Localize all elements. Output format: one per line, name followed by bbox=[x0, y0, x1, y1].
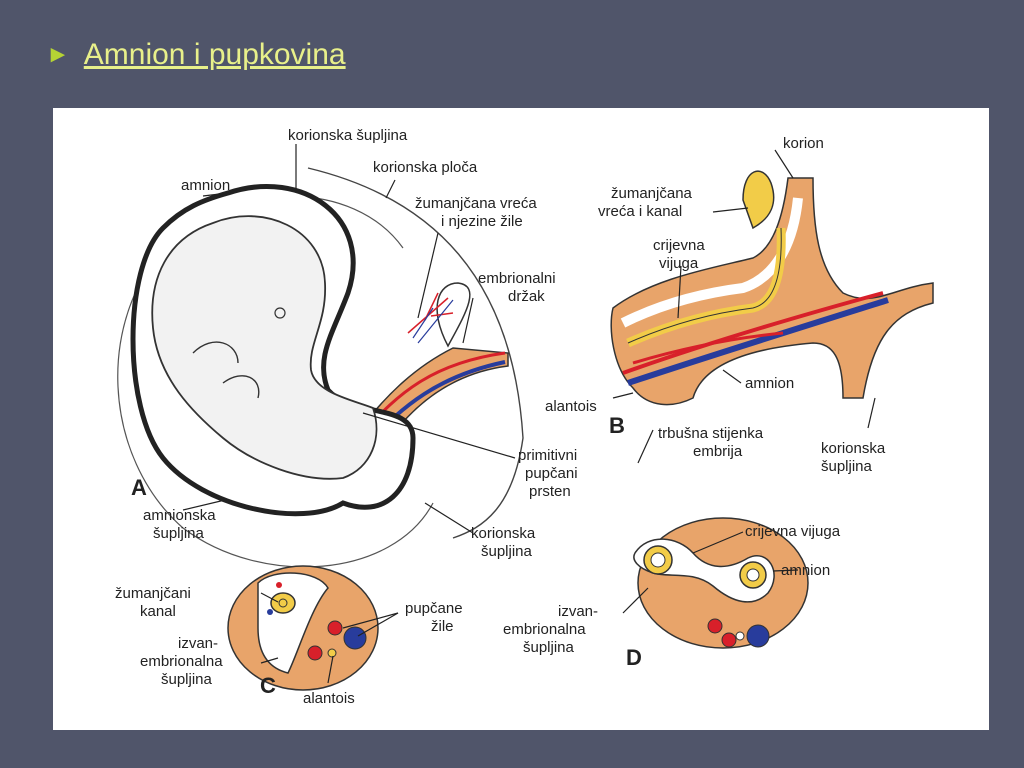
label-a-amnion: amnion bbox=[181, 177, 230, 194]
allantois-c bbox=[327, 648, 337, 658]
label-a-amnionska-2: šupljina bbox=[153, 525, 205, 542]
label-a-embrionalni-1: embrionalni bbox=[478, 270, 556, 287]
slide-title-row: ► Amnion i pupkovina bbox=[46, 38, 346, 72]
small-vessel-red-c bbox=[276, 582, 282, 588]
yolk-vessels-blue bbox=[412, 299, 454, 344]
gut-loop-d2-lumen bbox=[746, 568, 760, 582]
vessel-red-b2 bbox=[632, 331, 784, 365]
label-b-korion: korion bbox=[783, 135, 824, 152]
label-a-embrionalni-2: držak bbox=[508, 288, 545, 305]
bullet-arrow-icon: ► bbox=[46, 41, 70, 68]
panel-a-illustration bbox=[117, 167, 524, 568]
label-b-korionska-2: šupljina bbox=[821, 458, 873, 475]
artery-d2 bbox=[721, 632, 737, 648]
allantois-d bbox=[735, 631, 745, 641]
gut-loop-d1-lumen bbox=[650, 552, 666, 568]
vessel-red-b bbox=[622, 291, 884, 375]
label-d-crijevna: crijevna vijuga bbox=[745, 523, 841, 540]
label-b-trbusna-2: embrija bbox=[693, 443, 743, 460]
diagram-labels: korionska šupljina korionska ploča amnio… bbox=[115, 127, 886, 707]
label-d-izvan-1: izvan- bbox=[558, 603, 598, 620]
label-a-letter: A bbox=[131, 475, 147, 500]
chorionic-plate-outer-arc bbox=[307, 167, 524, 539]
label-d-izvan-2: embrionalna bbox=[503, 621, 586, 638]
label-c-izvan-3: šupljina bbox=[161, 671, 213, 688]
label-a-korionska-supljina-top: korionska šupljina bbox=[288, 127, 408, 144]
label-a-primitivni-3: prsten bbox=[529, 483, 571, 500]
label-c-zumanjcani-1: žumanjčani bbox=[115, 585, 191, 602]
label-b-korionska-1: korionska bbox=[821, 440, 886, 457]
label-d-amnion: amnion bbox=[781, 562, 830, 579]
label-b-crijevna-1: crijevna bbox=[653, 237, 705, 254]
embryo-limb-buds bbox=[192, 341, 260, 399]
label-b-amnion: amnion bbox=[745, 375, 794, 392]
diagram-panel: korionska šupljina korionska ploča amnio… bbox=[53, 108, 989, 730]
label-c-pupcane-1: pupčane bbox=[405, 600, 463, 617]
label-a-zumanjcana-1: žumanjčana vreća bbox=[415, 195, 537, 212]
vein-c bbox=[343, 626, 367, 650]
label-b-crijevna-2: vijuga bbox=[659, 255, 699, 272]
embryo-eye-icon bbox=[274, 307, 286, 319]
slide-title-link[interactable]: Amnion i pupkovina bbox=[83, 38, 346, 71]
label-a-korionska-bottom-1: korionska bbox=[471, 525, 536, 542]
yolk-duct-outline-b bbox=[627, 227, 782, 344]
label-d-izvan-3: šupljina bbox=[523, 639, 575, 656]
label-c-izvan-2: embrionalna bbox=[140, 653, 223, 670]
amnion-umbilical-diagram: korionska šupljina korionska ploča amnio… bbox=[115, 127, 934, 707]
panel-c-illustration bbox=[227, 565, 379, 691]
yolk-sac-b bbox=[742, 170, 775, 230]
vein-d bbox=[746, 624, 770, 648]
yolk-duct-c bbox=[270, 592, 296, 614]
label-b-zumanjcana-1: žumanjčana bbox=[611, 185, 693, 202]
label-c-alantois: alantois bbox=[303, 690, 355, 707]
panel-b-illustration bbox=[610, 170, 934, 406]
label-d-letter: D bbox=[626, 645, 642, 670]
panel-d-illustration bbox=[633, 517, 809, 649]
label-b-trbusna-1: trbušna stijenka bbox=[658, 425, 764, 442]
label-a-amnionska-1: amnionska bbox=[143, 507, 216, 524]
label-a-primitivni-1: primitivni bbox=[518, 447, 577, 464]
label-c-zumanjcani-2: kanal bbox=[140, 603, 176, 620]
label-a-zumanjcana-2: i njezine žile bbox=[441, 213, 523, 230]
label-c-izvan-1: izvan- bbox=[178, 635, 218, 652]
embryo-body bbox=[151, 215, 378, 480]
label-b-zumanjcana-2: vreća i kanal bbox=[598, 203, 682, 220]
label-b-alantois: alantois bbox=[545, 398, 597, 415]
amniotic-space-b bbox=[620, 197, 803, 328]
artery-c1 bbox=[327, 620, 343, 636]
label-b-letter: B bbox=[609, 413, 625, 438]
artery-c2 bbox=[307, 645, 323, 661]
label-c-pupcane-2: žile bbox=[431, 618, 454, 635]
vessel-blue-b bbox=[627, 297, 889, 386]
label-a-korionska-ploca: korionska ploča bbox=[373, 159, 478, 176]
label-c-letter: C bbox=[260, 673, 276, 698]
leader-lines bbox=[182, 144, 876, 684]
label-a-korionska-bottom-2: šupljina bbox=[481, 543, 533, 560]
artery-d1 bbox=[707, 618, 723, 634]
yolk-duct-lumen-c bbox=[278, 598, 288, 608]
small-vessel-blue-c bbox=[267, 609, 273, 615]
label-a-primitivni-2: pupčani bbox=[525, 465, 578, 482]
